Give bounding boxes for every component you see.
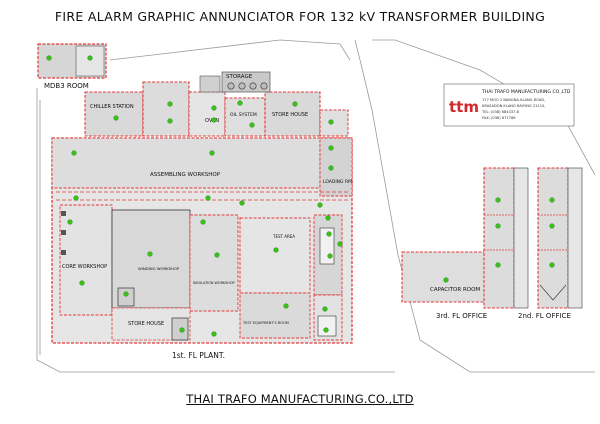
room-label-assembling: ASSEMBLING WORKSHOP	[150, 172, 221, 178]
detector-indicator	[495, 197, 501, 203]
site-outline	[36, 39, 596, 373]
main-plant	[51, 137, 353, 344]
company-footer: THAI TRAFO MANUFACTURING.CO.,LTD	[186, 392, 414, 406]
room-label-test-equipment: TEST EQUIPMENT'S ROOM	[242, 321, 289, 325]
room-label-oil-system: OIL SYSTEM	[230, 112, 257, 118]
detector-indicator	[167, 118, 173, 124]
detector-indicator	[211, 105, 217, 111]
detector-indicator	[249, 122, 255, 128]
upper-annex	[84, 71, 349, 137]
detector-indicator	[147, 251, 153, 257]
room-label-loading: LOADING RM.	[323, 179, 353, 185]
detector-indicator	[167, 101, 173, 107]
detector-indicator	[211, 331, 217, 337]
room-label-store-bottom: STORE HOUSE	[128, 321, 164, 327]
detector-indicator	[325, 215, 331, 221]
detector-indicator	[549, 223, 555, 229]
detector-indicator	[200, 219, 206, 225]
room-label-core: CORE WORKSHOP	[62, 264, 107, 270]
company-address-1: 177 MOO 2 BANGNA-KLANG ROAD,	[482, 98, 545, 102]
detector-indicator	[327, 253, 333, 259]
office-2nd-floor	[537, 167, 583, 309]
detector-indicator	[328, 165, 334, 171]
company-name: THAI TRAFO MANUFACTURING CO.,LTD	[481, 89, 571, 95]
company-fax: FAX: (038) 671786	[482, 116, 516, 120]
detector-indicator	[211, 117, 217, 123]
detector-indicator	[292, 101, 298, 107]
detectors	[46, 55, 555, 337]
detector-indicator	[71, 150, 77, 156]
room-label-storage: STORAGE	[226, 74, 253, 80]
detector-indicator	[46, 55, 52, 61]
detector-indicator	[209, 150, 215, 156]
company-logo: ttm	[449, 98, 479, 116]
detector-indicator	[549, 197, 555, 203]
room-label-store-top: STORE HOUSE	[272, 112, 308, 118]
room-label-insulation: INSULATION WORKSHOP	[193, 281, 235, 285]
room-label-winding: WINDING WORKSHOP	[138, 266, 180, 271]
detector-indicator	[273, 247, 279, 253]
room-label-mdb3: MDB3 ROOM	[44, 82, 89, 90]
detector-indicator	[239, 200, 245, 206]
company-address-2: KRASADON KLANG RAYONG 21110,	[482, 104, 545, 108]
detector-indicator	[337, 241, 343, 247]
detector-indicator	[113, 115, 119, 121]
company-box: ttm THAI TRAFO MANUFACTURING CO.,LTD 177…	[443, 83, 575, 127]
room-label-test-area: TEST AREA	[272, 234, 295, 239]
detector-indicator	[495, 262, 501, 268]
detector-indicator	[495, 223, 501, 229]
label-office-2nd: 2nd. FL OFFICE	[518, 312, 571, 320]
detector-indicator	[328, 145, 334, 151]
detector-indicator	[549, 262, 555, 268]
detector-indicator	[214, 252, 220, 258]
detector-indicator	[79, 280, 85, 286]
office-3rd-floor	[483, 167, 529, 309]
detector-indicator	[179, 327, 185, 333]
detector-indicator	[73, 195, 79, 201]
detector-indicator	[323, 327, 329, 333]
detector-indicator	[87, 55, 93, 61]
detector-indicator	[283, 303, 289, 309]
detector-indicator	[328, 119, 334, 125]
label-plant: 1st. FL PLANT.	[172, 351, 225, 360]
detector-indicator	[237, 100, 243, 106]
mdb3-room	[37, 43, 107, 79]
detector-indicator	[67, 219, 73, 225]
detector-indicator	[326, 231, 332, 237]
room-label-capacitor: CAPACITOR ROOM	[430, 287, 480, 293]
label-office-3rd: 3rd. FL OFFICE	[436, 312, 487, 320]
detector-indicator	[317, 202, 323, 208]
panel-title: FIRE ALARM GRAPHIC ANNUNCIATOR FOR 132 k…	[54, 9, 546, 24]
detector-indicator	[443, 277, 449, 283]
company-tel: TEL: (038) 684337-8	[481, 110, 520, 114]
storage-tanks	[227, 82, 268, 90]
detector-indicator	[205, 195, 211, 201]
detector-indicator	[123, 291, 129, 297]
room-label-chiller: CHILLER STATION	[90, 104, 134, 110]
detector-indicator	[322, 306, 328, 312]
